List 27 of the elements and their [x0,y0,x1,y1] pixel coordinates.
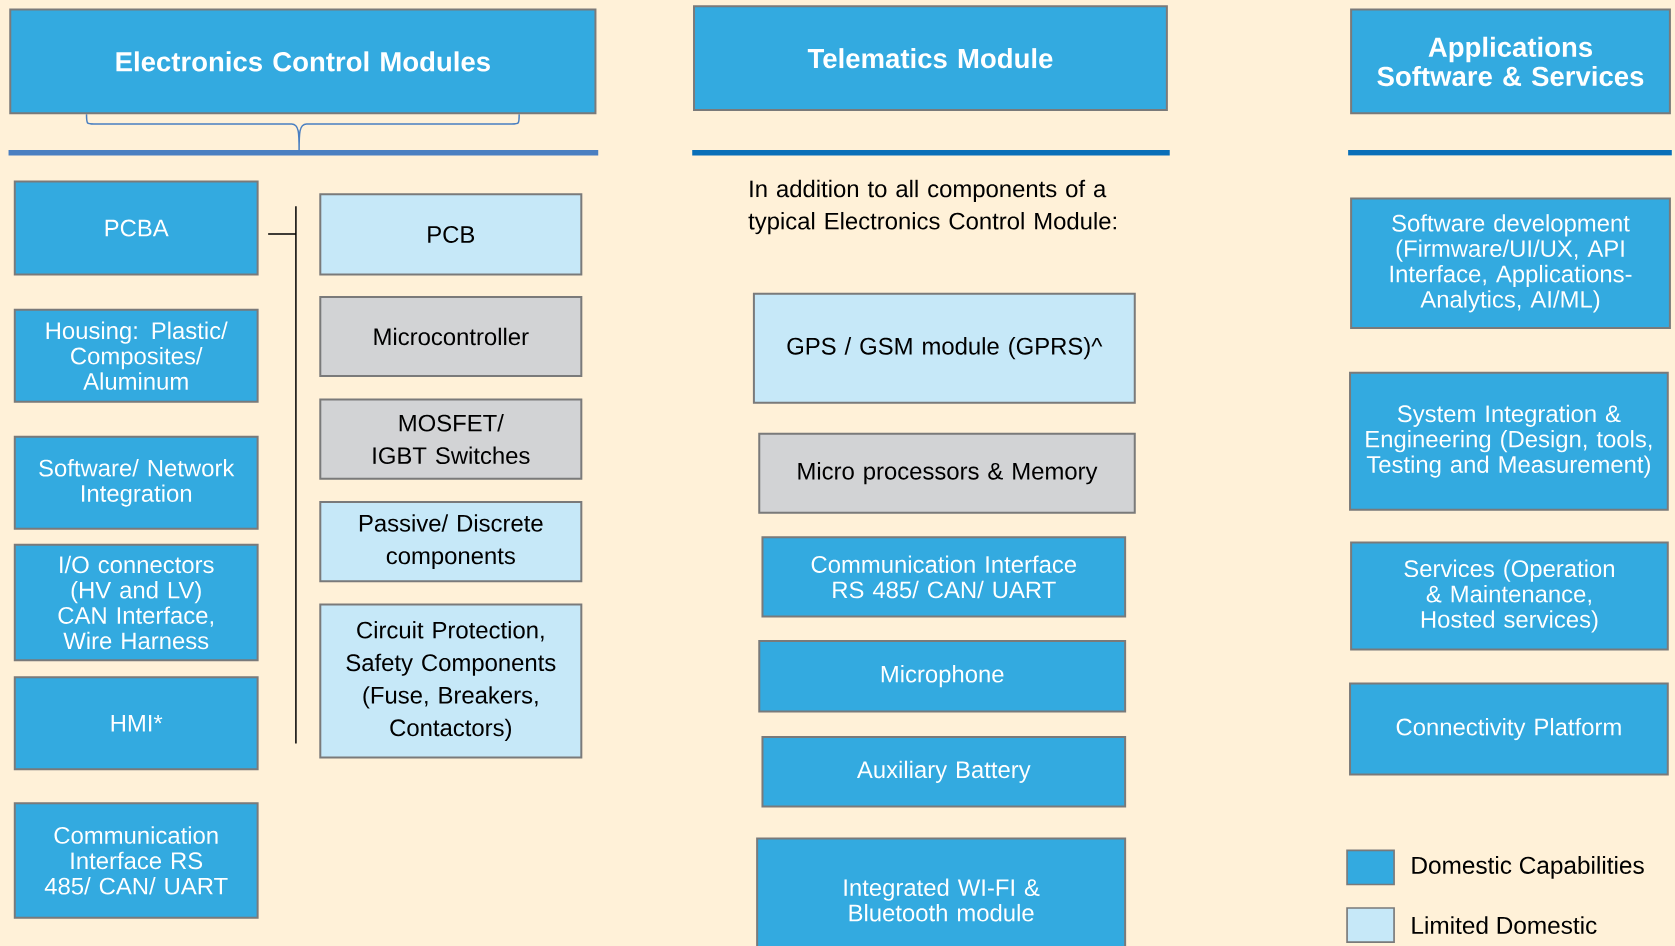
capability-box: Communication Interface RS 485/ CAN/ UART [761,536,1127,618]
capability-box: I/O connectors (HV and LV) CAN Interface, Wire Harness [13,543,259,662]
capability-box: Passive/ Discrete components [319,500,583,582]
capability-box: Software development (Firmware/UI/UX, API Interface, Applications-Analytics, AI/ML) [1350,197,1671,329]
component-box: Micro processors & Memory [758,432,1136,514]
component-box: MOSFET/ IGBT Switches [319,398,583,480]
capability-box: Auxiliary Battery [761,735,1127,808]
capability-box: HMI* [13,676,259,770]
header-box: Applications Software & Services [1350,8,1671,115]
capability-box: Communication Interface RS 485/ CAN/ UART [13,802,259,919]
header-box: Telematics Module [693,5,1168,111]
header-box: Electronics Control Modules [9,8,597,115]
capability-box: GPS / GSM module (GPRS)^ [752,292,1136,404]
capability-box: Microphone [758,639,1127,713]
capability-box: Connectivity Platform [1349,682,1669,776]
capability-box: Software/ Network Integration [13,435,259,530]
capability-box: Housing: Plastic/ Composites/ Aluminum [13,308,259,403]
note-text: In addition to all components of a typical Electronics Control Module: [748,179,1116,235]
capability-box: Integrated WI-FI & Bluetooth module [756,837,1127,946]
capability-box: Services (Operation & Maintenance, Hosted services) [1350,541,1669,651]
component-box: Microcontroller [319,295,583,377]
capability-box: PCBA [13,180,259,276]
capability-box: PCB [319,193,583,276]
capability-box: Circuit Protection, Safety Components (Fuse, Breakers, Contactors) [319,603,583,759]
capability-box: System Integration & Engineering (Design, tools, Testing and Measurement) [1349,371,1669,511]
legend-label: Domestic Capabilities [1412,855,1644,879]
legend-label: Limited Domestic [1412,915,1597,934]
